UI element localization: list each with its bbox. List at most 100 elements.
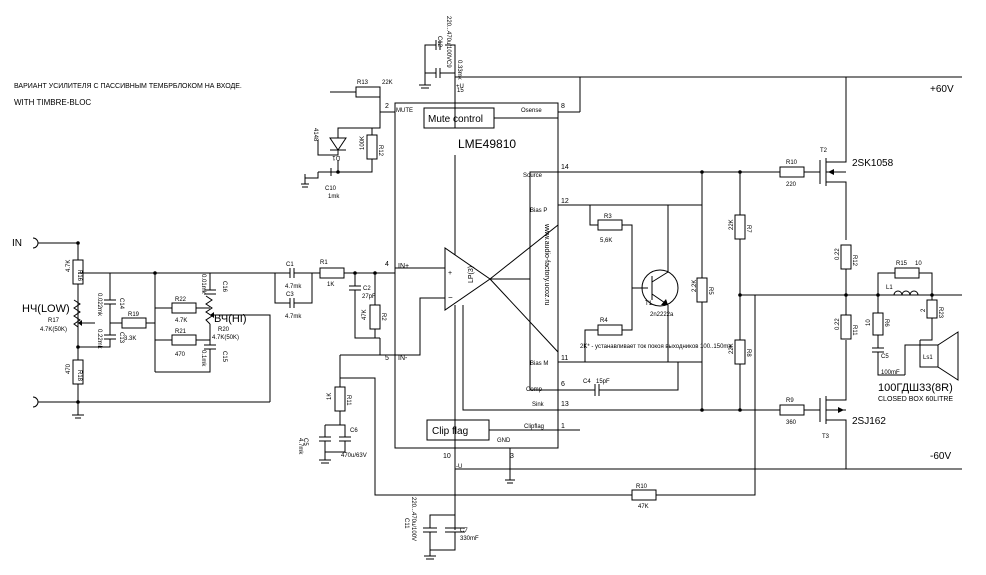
rs1-val: 0.22 [835, 248, 841, 260]
r7-ref: R7 [745, 225, 751, 233]
r10b-val: 47K [638, 504, 649, 510]
r17-ref: R17 [48, 318, 60, 324]
resistor-r15 [894, 267, 920, 279]
c16-val: 0.01mk [200, 274, 206, 295]
resistor-r10-gate [779, 166, 805, 178]
c7-val: 330mF [460, 536, 479, 542]
input-label: IN [12, 238, 22, 249]
c1-val: 4.7mk [285, 284, 302, 290]
r22-ref: R22 [175, 297, 187, 303]
resistor-r9-gate [779, 404, 805, 416]
transistor-t1 [641, 269, 679, 307]
r6-ref: R6 [883, 319, 889, 327]
r11-val: 1K [327, 393, 333, 400]
r2-val: 47K [362, 309, 368, 320]
d1-val: 4148 [312, 128, 318, 142]
note-title-ru: ВАРИАНТ УСИЛИТЕЛЯ С ПАССИВНЫМ ТЕМБРБЛОКО… [14, 83, 242, 90]
c16-ref: C16 [221, 281, 227, 293]
resistor-r18 [72, 359, 84, 385]
r20-ref: R20 [218, 327, 230, 333]
pin-label-biasp: Bias P [530, 208, 547, 214]
rail-neg-label: -60V [930, 451, 951, 462]
r9-val: 360 [786, 420, 797, 426]
rs2-ref: R11 [851, 325, 857, 336]
c13-val: 0.22mk [96, 329, 102, 350]
resistor-r10-feedback [631, 489, 657, 501]
c4-ref: C4 [583, 379, 591, 385]
ls1-ref: Ls1 [923, 355, 933, 361]
mosfet-t2 [819, 77, 847, 240]
c2-val: 27pF [362, 294, 376, 300]
r12-ref: R12 [377, 145, 383, 157]
resistor-r8 [734, 339, 746, 365]
c14-val: 0.022mk [96, 293, 102, 317]
pin-number-2: 2 [385, 103, 389, 110]
rs1-ref: R12 [851, 255, 857, 267]
resistor-r5 [696, 277, 708, 303]
r18-val: 470 [66, 363, 72, 374]
r17-val: 4.7K(50K) [40, 327, 67, 333]
r4-ref: R4 [600, 318, 608, 324]
d1-ref: D1 [332, 154, 340, 160]
r13-val: 22K [382, 80, 393, 86]
pin-number-10: 10 [443, 453, 451, 460]
t1-ref: T1 [645, 301, 653, 307]
r6-val: 10 [866, 319, 872, 326]
resistor-r11-fb [334, 386, 346, 412]
pin-number-14: 14 [561, 164, 569, 171]
r19-ref: R19 [128, 312, 140, 318]
speaker-box: CLOSED BOX 60LITRE [878, 396, 953, 403]
rail-positive: +60V [455, 76, 962, 95]
c13-ref: C13 [118, 332, 124, 344]
c3-ref: C3 [286, 292, 294, 298]
r21-ref: R21 [175, 329, 187, 335]
c11-val: 220...470u/100V [410, 497, 416, 541]
resistor-r1 [319, 267, 345, 279]
t1-val: 2n2222a [650, 312, 674, 318]
r11-ref: R11 [345, 395, 351, 406]
resistor-r7 [734, 214, 746, 240]
resistor-r16 [72, 259, 84, 285]
pin-number-11: 11 [561, 355, 568, 362]
resistor-r2 [369, 304, 381, 330]
r16-ref: R16 [76, 270, 82, 282]
pin-number-12: 12 [561, 198, 569, 205]
r2-ref: R2 [380, 313, 386, 321]
r22-val: 4.7K [175, 318, 187, 324]
r1-ref: R1 [320, 260, 328, 266]
c9-val: 0.33mk [456, 60, 462, 81]
r9-ref: R9 [786, 398, 794, 404]
low-label: НЧ(LOW) [22, 303, 70, 315]
r20-val: 4.7K(50K) [212, 335, 239, 341]
note-title-en: WITH TIMBRE-BLOC [14, 98, 91, 107]
r10a-ref: R10 [786, 160, 798, 166]
pin-label-gnd: GND [497, 438, 511, 444]
ic-name: LME49810 [458, 137, 516, 151]
pin-label-mute: MUTE [396, 108, 413, 114]
l1-ref: L1 [886, 285, 893, 291]
resistor-r12-source [840, 244, 852, 270]
c2-ref: C2 [363, 286, 371, 292]
pin-number-13: 13 [561, 401, 569, 408]
c5-val: 100mF [881, 370, 900, 376]
inductor-l1 [893, 290, 919, 296]
rail-pos-label: +60V [930, 84, 954, 95]
pin-label-sink: Sink [532, 402, 545, 408]
r10b-ref: R10 [636, 484, 648, 490]
svg-text:−: − [448, 293, 453, 302]
c14-ref: C14 [118, 298, 124, 310]
svg-text:+: + [448, 270, 452, 277]
website-note: www.audio-factory.ucoz.ru [543, 223, 550, 306]
c1-ref: C1 [286, 262, 294, 268]
rail-negative: -60V [455, 451, 962, 470]
mosfet-t3 [819, 340, 847, 469]
pin-label-source: Source [523, 173, 543, 179]
c5b-ref: C5 [302, 438, 308, 446]
c6-val: 470u/63V [341, 453, 367, 459]
pin-label-vminus: -U [456, 464, 462, 470]
pot-r20 [205, 295, 213, 325]
c6-ref: C6 [350, 428, 358, 434]
r15-ref: R15 [896, 261, 908, 267]
speaker-icon [919, 331, 959, 381]
c3-val: 4.7mk [285, 314, 302, 320]
